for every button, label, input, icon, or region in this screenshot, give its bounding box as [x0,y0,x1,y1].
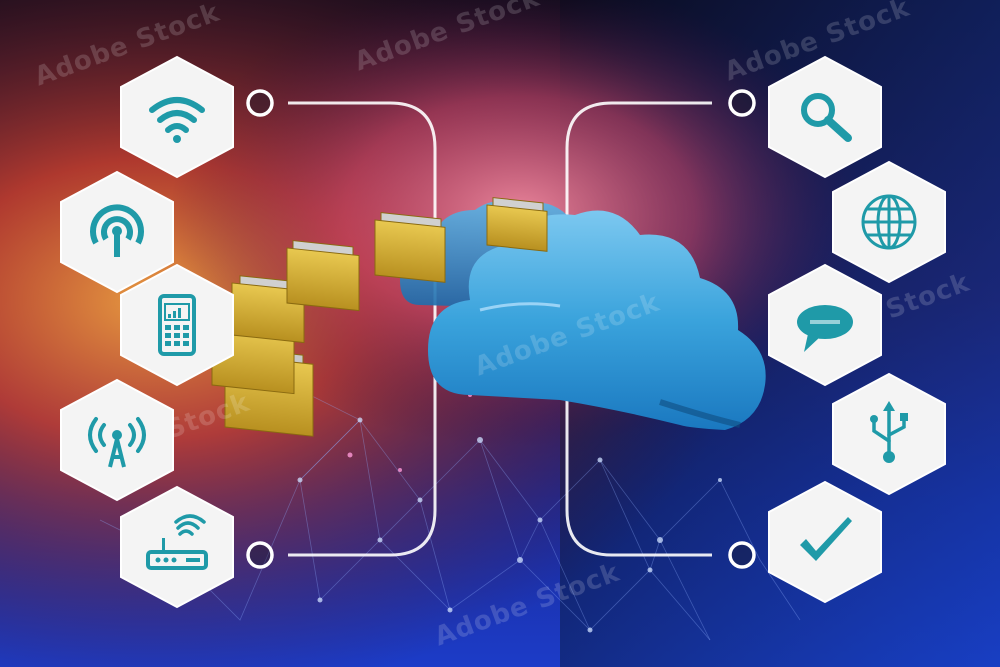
checkmark-icon [800,517,852,561]
usb-icon [870,401,908,463]
antenna-signal-icon [88,417,146,468]
wifi-icon [149,97,205,143]
hex-tile-chat [763,263,887,387]
hotspot-icon [90,204,144,257]
cloud [428,210,766,430]
folder-group [211,197,548,437]
hex-tile-check [763,480,887,604]
router-icon [146,514,208,570]
globe-icon [861,194,917,250]
chat-bubble-icon [797,305,853,352]
hex-tile-globe [827,160,951,284]
hex-tile-usb [827,372,951,496]
search-icon [801,93,852,142]
hex-tile-search [763,55,887,179]
hex-tile-antenna [55,378,179,502]
hex-tile-mobile [115,263,239,387]
hex-tile-router [115,485,239,609]
hex-tile-hotspot [55,170,179,294]
mobile-phone-icon [158,294,196,356]
hex-tile-wifi [115,55,239,179]
